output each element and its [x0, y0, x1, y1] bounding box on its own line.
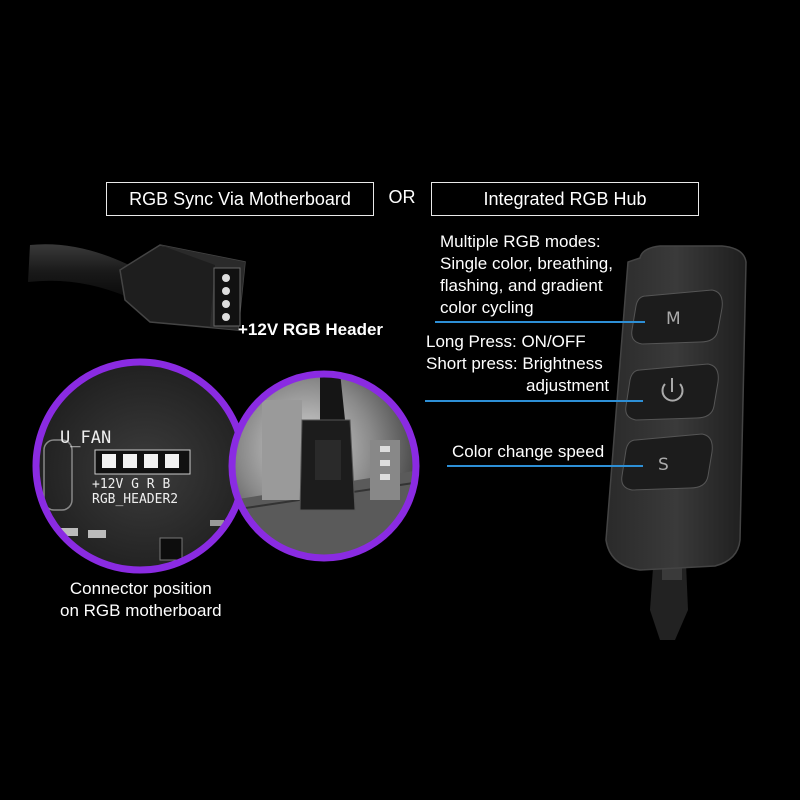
modes-line-4: color cycling: [440, 298, 534, 317]
rgb-hub-controller: M S: [605, 245, 747, 640]
power-button[interactable]: [625, 363, 719, 421]
power-icon: [661, 378, 684, 402]
modes-leader-line: [435, 321, 645, 323]
power-leader-line: [425, 400, 643, 402]
modes-description: Multiple RGB modes: Single color, breath…: [440, 231, 613, 319]
press-line-2: Short press: Brightness: [426, 354, 603, 373]
mode-button-label: M: [666, 309, 681, 329]
speed-leader-line: [447, 465, 643, 467]
rgb-header-silk-label: RGB_HEADER2: [92, 492, 178, 507]
connector-installed-closeup: [228, 370, 420, 562]
modes-line-3: flashing, and gradient: [440, 276, 603, 295]
integrated-hub-label: Integrated RGB Hub: [431, 182, 699, 216]
mode-button[interactable]: M: [631, 289, 723, 345]
speed-button[interactable]: S: [621, 433, 713, 491]
connector-caption-line-2: on RGB motherboard: [60, 601, 222, 620]
press-line-1: Long Press: ON/OFF: [426, 332, 586, 351]
rgb-connector-cable: [28, 244, 246, 331]
rgb-sync-label: RGB Sync Via Motherboard: [106, 182, 374, 216]
modes-line-2: Single color, breathing,: [440, 254, 613, 273]
connector-caption-line-1: Connector position: [69, 579, 212, 598]
power-description: Long Press: ON/OFF Short press: Brightne…: [426, 331, 609, 397]
speed-button-label: S: [658, 455, 669, 475]
motherboard-closeup: U_FAN +12V G R B RGB_HEADER2: [32, 358, 248, 574]
or-label: OR: [388, 187, 416, 207]
pin-silk-labels: +12V G R B: [92, 477, 170, 492]
rgb-header-label: +12V RGB Header: [238, 320, 384, 339]
modes-line-1: Multiple RGB modes:: [440, 232, 601, 251]
rgb-sync-text: RGB Sync Via Motherboard: [129, 188, 351, 209]
connector-pins-icon: [222, 274, 230, 321]
integrated-hub-text: Integrated RGB Hub: [483, 188, 647, 209]
connector-caption: Connector position on RGB motherboard: [60, 578, 222, 622]
speed-description: Color change speed: [452, 442, 605, 461]
press-line-3: adjustment: [526, 376, 610, 395]
fan-silk-label: U_FAN: [60, 428, 111, 448]
